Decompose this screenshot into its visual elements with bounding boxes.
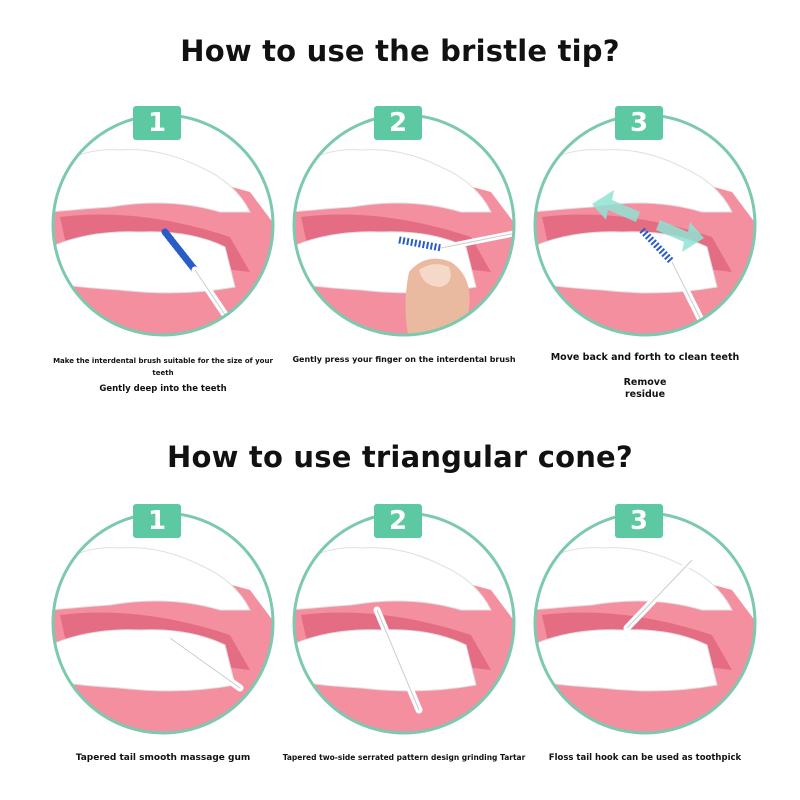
bristle-step-3-subcaption: Remove residue (623, 377, 667, 400)
teeth-illustration-icon (51, 113, 275, 337)
bristle-step-3: 3 (532, 106, 758, 338)
step-number-badge: 3 (615, 106, 663, 140)
cone-step-2: 2 (291, 504, 517, 736)
section-title-triangular-cone: How to use triangular cone? (167, 440, 633, 474)
teeth-illustration-icon (292, 511, 516, 735)
cone-step-2-caption: Tapered two-side serrated pattern design… (282, 753, 526, 762)
step-number-badge: 3 (615, 504, 663, 538)
section-title-bristle-tip: How to use the bristle tip? (180, 34, 620, 68)
arrow-icon (592, 190, 704, 252)
interdental-brush-icon (161, 228, 234, 326)
cone-step-3-caption: Floss tail hook can be used as toothpick (548, 753, 742, 763)
cone-step-3: 3 (532, 504, 758, 736)
interdental-brush-icon (398, 229, 513, 252)
teeth-illustration-icon (292, 113, 516, 337)
step-number-badge: 1 (133, 106, 181, 140)
teeth-illustration-icon (51, 511, 275, 735)
interdental-brush-icon (639, 227, 706, 324)
bristle-step-1-subcaption: Gently deep into the teeth (99, 384, 227, 394)
cone-pick-icon (166, 634, 244, 692)
bristle-step-1: 1 (50, 106, 276, 338)
teeth-illustration-icon (533, 511, 757, 735)
step-number-badge: 1 (133, 504, 181, 538)
bristle-step-1-caption: Make the interdental brush suitable for … (53, 357, 273, 377)
cone-step-1-caption: Tapered tail smooth massage gum (75, 753, 251, 763)
step-number-badge: 2 (374, 504, 422, 538)
bristle-step-2: 2 (291, 106, 517, 338)
cone-pick-icon (373, 606, 423, 714)
cone-step-1: 1 (50, 504, 276, 736)
step-number-badge: 2 (374, 106, 422, 140)
teeth-illustration-icon (533, 113, 757, 337)
finger-icon (405, 258, 470, 334)
bristle-step-3-caption: Move back and forth to clean teeth (550, 352, 740, 363)
bristle-step-2-caption: Gently press your finger on the interden… (292, 355, 516, 364)
